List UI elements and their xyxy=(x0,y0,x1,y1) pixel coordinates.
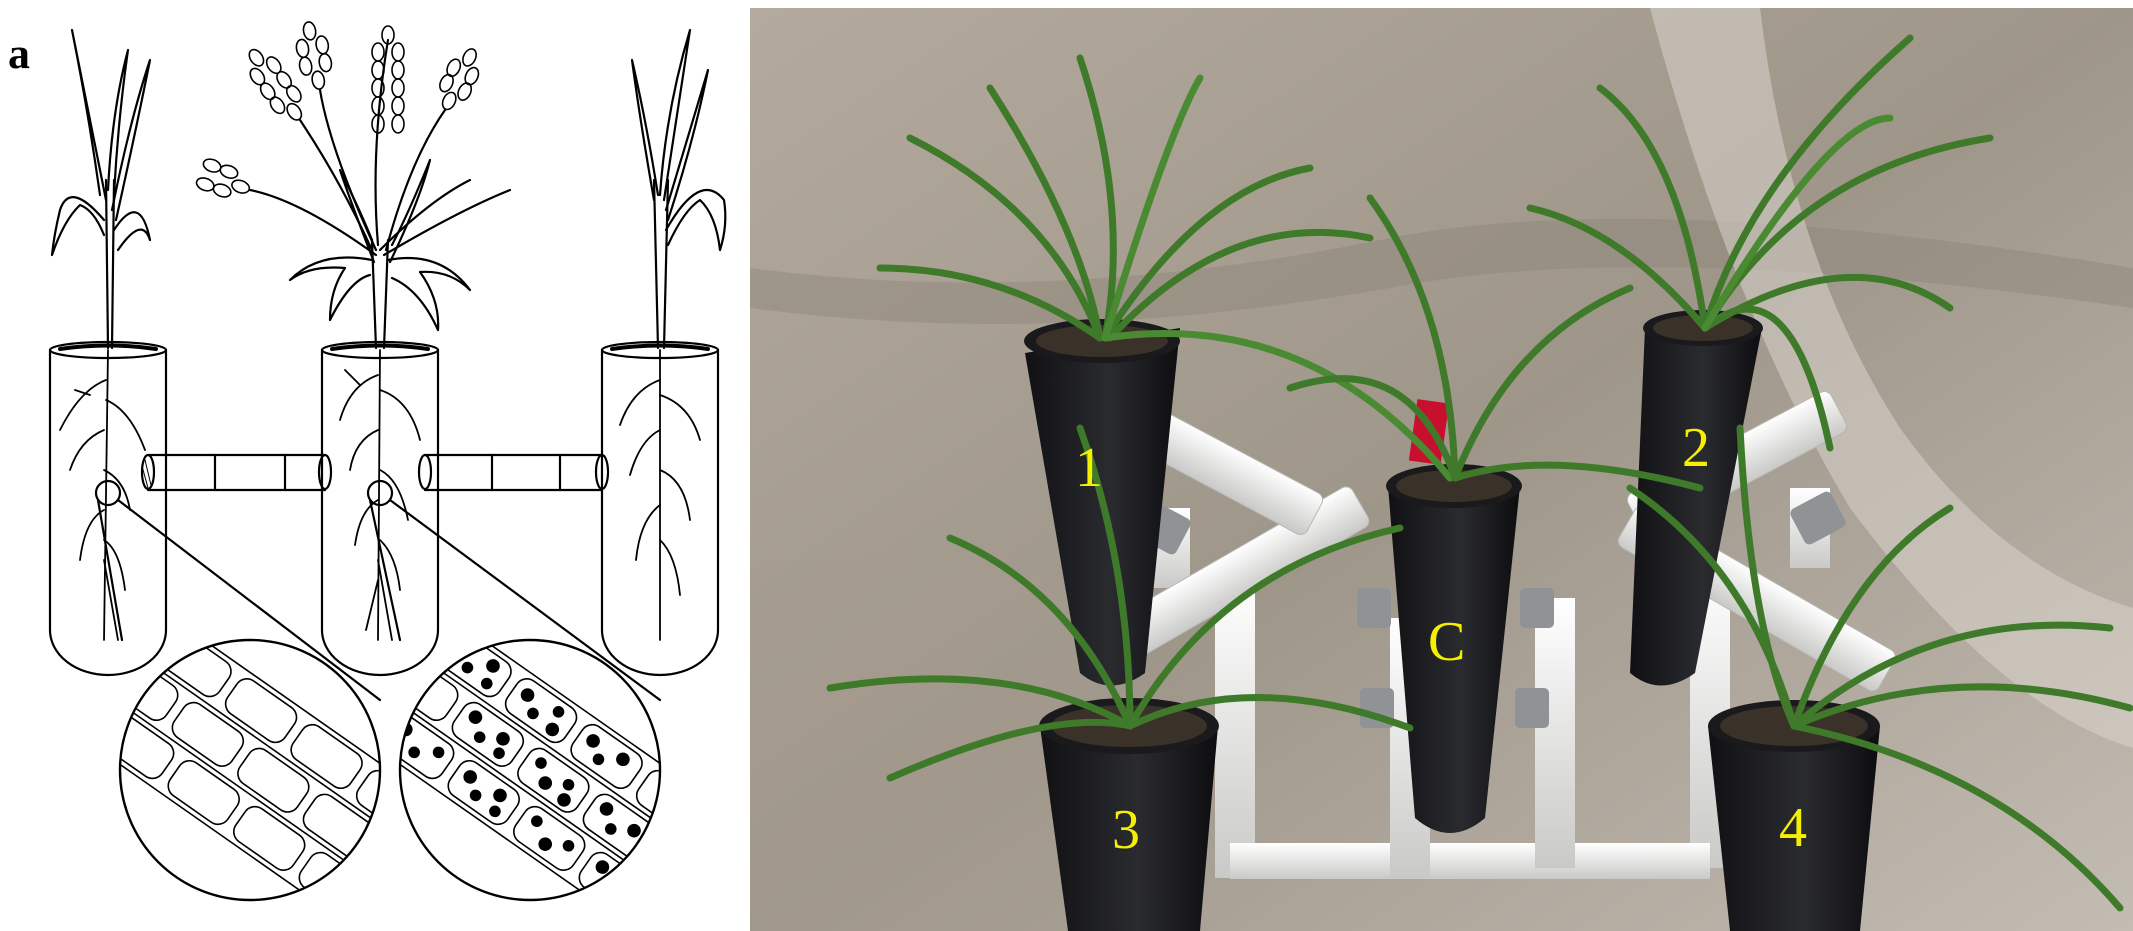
panel-b-photo: 1 2 C 3 4 xyxy=(750,8,2133,931)
roots-right xyxy=(619,349,701,641)
pot-label-4: 4 xyxy=(1779,797,1807,859)
roots-center xyxy=(339,349,421,641)
roots-left xyxy=(59,349,146,641)
plant-left xyxy=(50,28,152,350)
pot-label-1: 1 xyxy=(1075,437,1103,499)
pot-label-center: C xyxy=(1428,611,1465,673)
pot-center-outline xyxy=(320,348,440,677)
pot-right-outline xyxy=(600,348,720,677)
panel-a-label: a xyxy=(8,29,30,78)
panel-a-diagram xyxy=(48,21,727,902)
magnify-marker-left xyxy=(94,479,122,507)
connector-tube-right xyxy=(417,453,610,492)
connector-tube-left xyxy=(140,453,333,492)
magnify-marker-center xyxy=(366,479,394,507)
grass-leaves xyxy=(826,34,2133,912)
plant-right xyxy=(630,28,727,350)
pot-label-2: 2 xyxy=(1682,417,1710,479)
pot-left-outline xyxy=(48,348,168,677)
pot-label-3: 3 xyxy=(1112,799,1140,861)
seed-heads xyxy=(195,21,480,198)
